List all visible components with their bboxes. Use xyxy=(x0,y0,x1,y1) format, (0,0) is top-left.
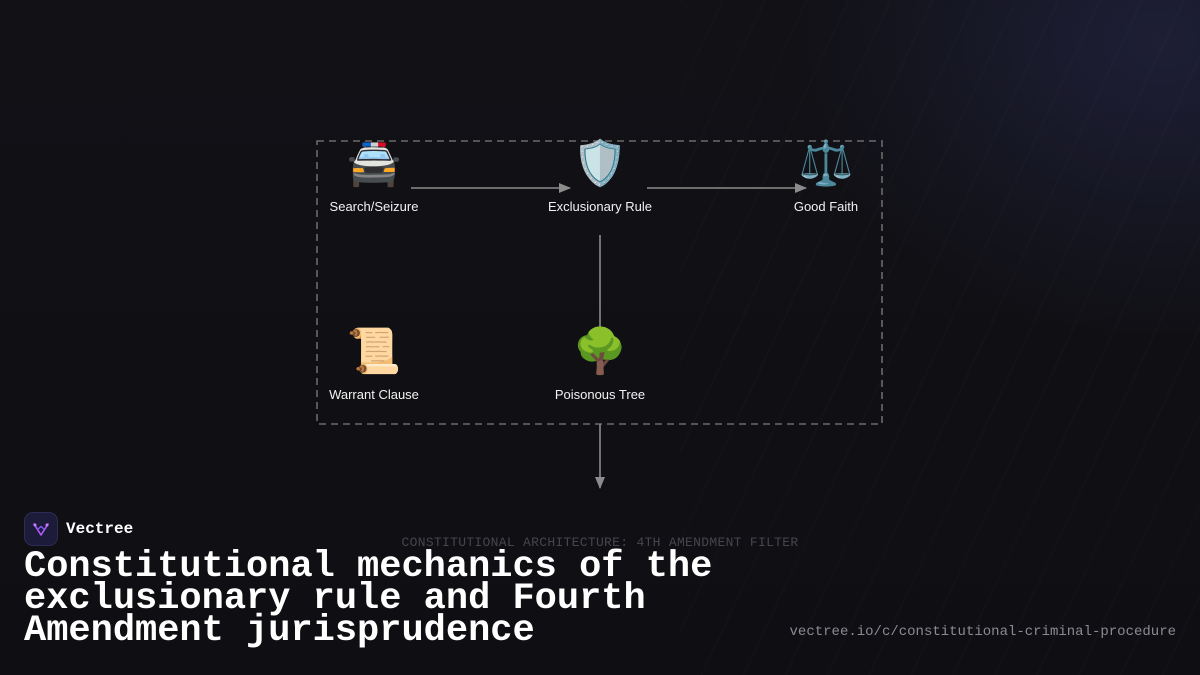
node-label: Exclusionary Rule xyxy=(547,199,653,214)
node-label: Search/Seizure xyxy=(329,199,419,214)
node-search-seizure: 🚔 Search/Seizure xyxy=(284,139,464,215)
police-car-icon: 🚔 xyxy=(346,139,402,188)
node-warrant-clause: 📜 Warrant Clause xyxy=(284,327,464,403)
node-good-faith: ⚖️ Good Faith xyxy=(736,139,916,215)
node-label: Poisonous Tree xyxy=(554,387,646,402)
diagram-caption: CONSTITUTIONAL ARCHITECTURE: 4TH AMENDME… xyxy=(401,535,799,550)
node-exclusionary-rule: 🛡️ Exclusionary Rule xyxy=(510,139,690,215)
node-label: Good Faith xyxy=(793,199,859,214)
source-url: vectree.io/c/constitutional-criminal-pro… xyxy=(789,624,1176,640)
scales-icon: ⚖️ xyxy=(798,139,854,188)
brand: Vectree xyxy=(24,512,133,546)
node-poisonous-tree: 🌳 Poisonous Tree xyxy=(510,327,690,403)
node-label: Warrant Clause xyxy=(329,387,419,402)
tree-icon: 🌳 xyxy=(572,327,628,376)
scroll-icon: 📜 xyxy=(346,327,402,376)
vectree-logo-icon xyxy=(24,512,58,546)
page-title: Constitutional mechanics of the exclusio… xyxy=(24,546,713,652)
brand-name: Vectree xyxy=(66,520,134,538)
shield-icon: 🛡️ xyxy=(572,139,628,188)
